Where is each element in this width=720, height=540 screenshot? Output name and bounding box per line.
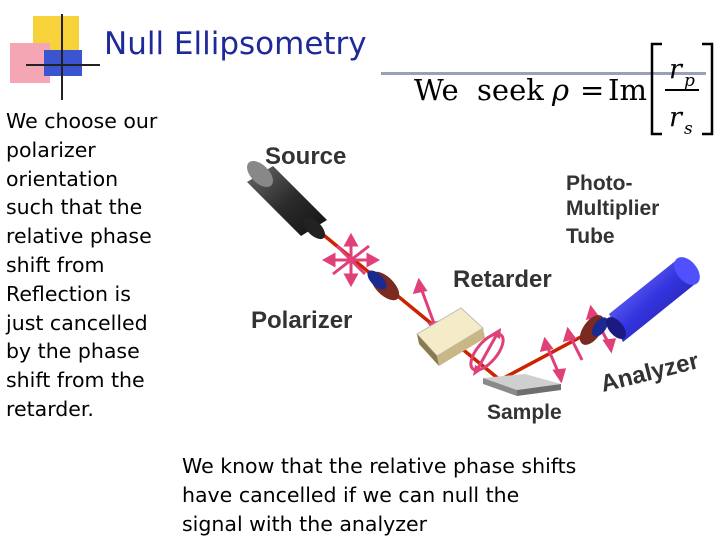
analyzer-mount [579,315,608,345]
formula-right-bracket [702,42,714,136]
formula-im: Im [608,73,647,107]
elliptical-polarization-icon [469,328,505,376]
polarization-star-icon [321,232,381,288]
source-lamp [247,161,327,240]
slide-title: Null Ellipsometry [104,26,367,62]
label-analyzer: Analyzer [598,347,702,397]
title-underline [381,72,706,75]
formula-denominator: r [669,102,684,133]
corner-square-pink [10,43,50,83]
formula-rho: ρ [551,73,569,107]
formula-denominator-sub: s [684,119,693,139]
rho-formula: We seek ρ = Im r p r s [414,42,714,139]
ellipsometer-diagram: Source Photo- Multiplier Tube Retarder P… [247,143,702,424]
formula-prefix: We seek [414,73,544,107]
formula-equals: = [580,73,604,107]
formula-left-bracket [650,42,662,136]
label-pmt-line3: Tube [566,225,615,248]
left-explanation: We choose our polarizer orientation such… [6,109,158,421]
corner-line-vertical [61,14,63,100]
label-pmt-line1: Photo- [566,172,632,195]
label-polarizer: Polarizer [251,307,352,334]
formula-numerator-sub: p [684,71,695,91]
corner-line-horizontal [26,64,100,66]
polarizer-mount [367,270,400,301]
label-pmt-line2: Multiplier [566,197,659,220]
label-source: Source [265,143,346,170]
retarder-crystal [416,307,485,366]
bottom-explanation: We know that the relative phase shifts h… [182,454,577,536]
label-retarder: Retarder [453,266,552,293]
corner-square-blue [44,50,82,76]
reflected-polarization-arrows-icon [539,304,617,384]
sample-plate [483,374,561,396]
photomultiplier-tube [606,257,700,342]
label-sample: Sample [487,401,562,424]
formula-numerator: r [669,54,684,85]
